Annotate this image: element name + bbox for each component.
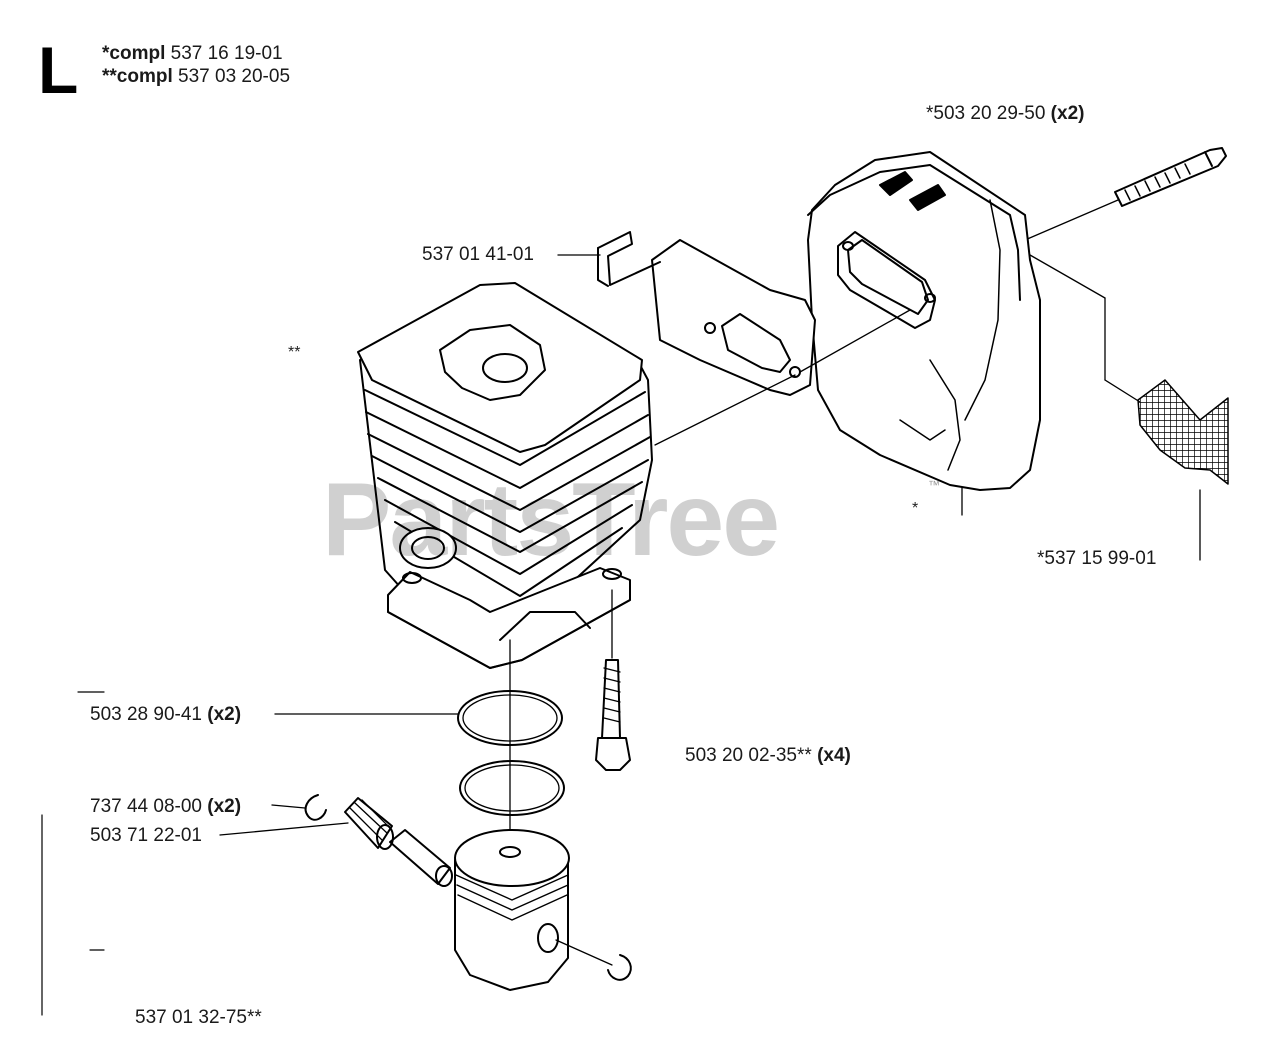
muffler-bolt-qty: (x2): [1050, 103, 1085, 124]
muffler-number: *537 15 99-01: [1037, 548, 1157, 569]
piston-number: 537 01 32-75**: [135, 1007, 262, 1028]
part-label-piston[interactable]: 537 01 32-75**: [135, 1007, 262, 1029]
compl-1-number: 537 16 19-01: [170, 43, 283, 64]
circlip-qty: (x2): [207, 796, 242, 817]
cylinder-screw-number: 503 20 02-35**: [685, 745, 812, 766]
section-letter: L: [38, 33, 79, 107]
piston-ring-lower: [459, 760, 565, 816]
spark-arrestor-screen: [1137, 379, 1229, 485]
piston-ring-number: 503 28 90-41: [90, 704, 202, 725]
part-label-heat-shield[interactable]: 537 01 41-01: [422, 244, 534, 266]
needle-bearing-number: 503 71 22-01: [90, 825, 202, 846]
needle-bearing: [344, 797, 394, 850]
heat-shield-number: 537 01 41-01: [422, 244, 534, 265]
part-label-circlip[interactable]: 737 44 08-00 (x2): [90, 796, 241, 818]
cylinder-screw: [595, 589, 631, 771]
cylinder-screw-qty: (x4): [817, 745, 851, 766]
muffler-bolt-number: *503 20 29-50: [926, 103, 1046, 124]
cylinder: [357, 282, 653, 669]
piston-ring-upper: [457, 690, 563, 746]
muffler-bolt: [1114, 147, 1227, 207]
compl-line-1: *compl 537 16 19-01: [102, 43, 283, 65]
part-label-cylinder-screw[interactable]: 503 20 02-35** (x4): [685, 745, 851, 767]
piston-ring-qty: (x2): [207, 704, 242, 725]
circlip-left: [304, 794, 327, 821]
cylinder-kit-marker: **: [288, 344, 301, 361]
part-label-muffler[interactable]: *537 15 99-01: [1037, 548, 1156, 570]
part-label-piston-ring[interactable]: 503 28 90-41 (x2): [90, 704, 241, 726]
heat-shield: [597, 231, 816, 396]
muffler: [807, 151, 1041, 491]
compl-2-prefix: **compl: [102, 66, 173, 87]
part-label-muffler-bolt[interactable]: *503 20 29-50 (x2): [926, 103, 1084, 125]
compl-1-prefix: *compl: [102, 43, 166, 64]
compl-2-number: 537 03 20-05: [178, 66, 291, 87]
circlip-right: [607, 954, 632, 981]
watermark: PartsTree: [322, 462, 780, 578]
part-label-needle-bearing[interactable]: 503 71 22-01: [90, 825, 202, 847]
piston-pin: [389, 829, 453, 887]
piston: [454, 829, 570, 991]
muffler-kit-marker: *: [912, 500, 919, 517]
compl-line-2: **compl 537 03 20-05: [102, 66, 290, 88]
circlip-number: 737 44 08-00: [90, 796, 202, 817]
watermark-trademark: ™: [928, 478, 940, 492]
